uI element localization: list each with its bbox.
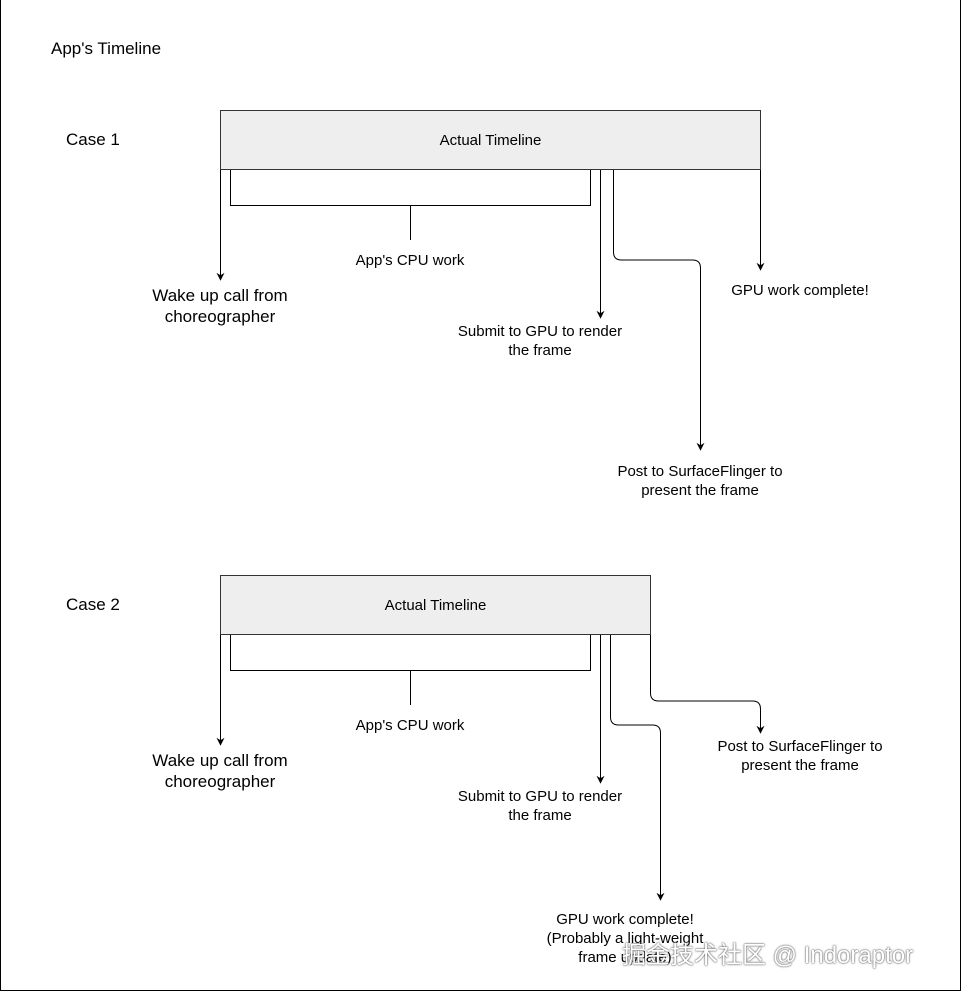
case-1-cpu-bracket: [230, 170, 591, 206]
case-1-submit-line-2: the frame: [508, 342, 572, 359]
case-2-label: Case 2: [66, 595, 120, 614]
case-1-wake-label: Wake up call from choreographer: [152, 285, 287, 327]
case-2-gpu-line-2: (Probably a light-weight: [546, 930, 704, 947]
case-1-submit-label: Submit to GPU to render the frame: [458, 322, 622, 360]
case-1-gpu-line-1: GPU work complete!: [731, 282, 869, 299]
case-1-timeline-box: Actual Timeline: [220, 110, 761, 170]
case-1-wake-line-2: choreographer: [164, 307, 276, 326]
case-2-wake-line-1: Wake up call from: [152, 751, 288, 770]
case-2-cpu-bracket: [230, 635, 591, 671]
case-1-post-line-2: present the frame: [641, 482, 759, 499]
case-2-wake-line-2: choreographer: [164, 772, 276, 791]
case-1-post-line-1: Post to SurfaceFlinger to: [617, 463, 783, 480]
case-2-submit-line-1: Submit to GPU to render: [457, 788, 623, 805]
watermark: 掘金技术社区 @ Indoraptor: [622, 942, 914, 969]
case-2-gpu-line-3: frame update): [578, 949, 672, 966]
case-2-gpu-arrow: [610, 635, 665, 901]
case-2-submit-label: Submit to GPU to render the frame: [458, 787, 622, 825]
case-2-post-line-1: Post to SurfaceFlinger to: [717, 738, 883, 755]
case-2-timeline-label: Actual Timeline: [384, 596, 487, 614]
background: [0, 0, 961, 397]
diagram-title: App's Timeline: [51, 39, 162, 58]
case-2-timeline-box: Actual Timeline: [220, 575, 651, 635]
case-2-wake-label: Wake up call from choreographer: [152, 750, 287, 792]
case-1-post-arrow: [613, 170, 705, 451]
case-1-gpu-label: GPU work complete!: [731, 281, 869, 300]
case-2-gpu-label: GPU work complete! (Probably a light-wei…: [547, 910, 704, 967]
case-1-post-label: Post to SurfaceFlinger to present the fr…: [617, 462, 782, 500]
case-1-submit-line-1: Submit to GPU to render: [457, 323, 623, 340]
case-2-submit-line-2: the frame: [508, 807, 572, 824]
case-2-post-label: Post to SurfaceFlinger to present the fr…: [717, 737, 882, 775]
case-1-timeline-label: Actual Timeline: [439, 131, 542, 149]
case-2-post-arrow: [650, 635, 765, 734]
case-2-post-line-2: present the frame: [741, 757, 859, 774]
case-1-cpu-label: App's CPU work: [355, 252, 465, 269]
case-2-gpu-line-1: GPU work complete!: [556, 911, 694, 928]
case-1-label: Case 1: [66, 130, 120, 149]
case-2-cpu-label: App's CPU work: [355, 717, 465, 734]
case-1-wake-line-1: Wake up call from: [152, 286, 288, 305]
